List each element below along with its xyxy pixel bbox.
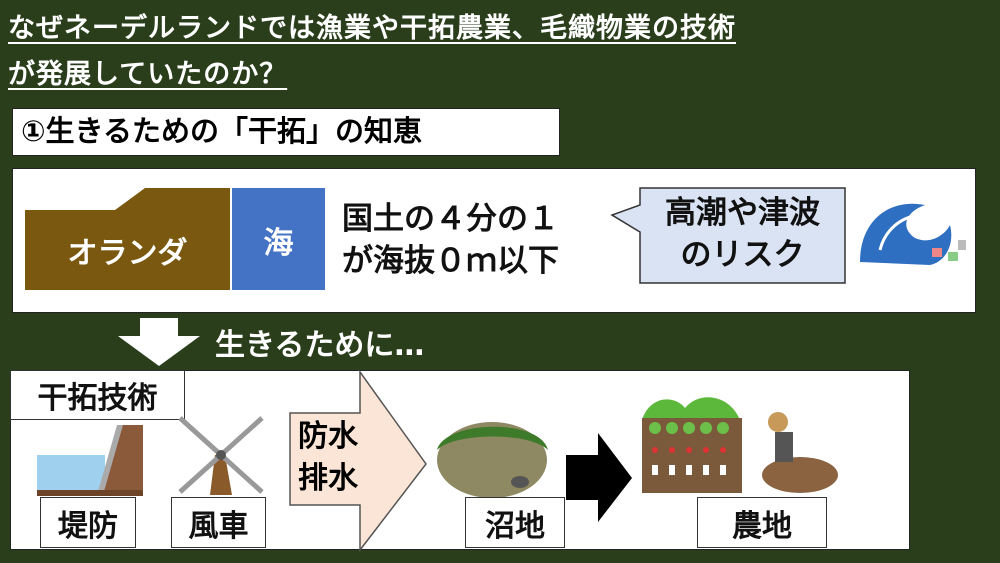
right-arrow-icon [566, 433, 632, 522]
technique-heading: 干拓技術 [10, 370, 185, 420]
dike-label: 堤防 [40, 497, 136, 548]
sea-label: 海 [263, 226, 294, 261]
callout-bubble [610, 187, 846, 284]
callout-line2: のリスク [680, 237, 805, 273]
windmill-icon [178, 416, 264, 495]
fact-line1: 国土の４分の１ [342, 201, 559, 237]
windmill-label: 風車 [171, 497, 266, 548]
holland-land-shape [25, 188, 230, 290]
farmland-icon [642, 397, 838, 493]
tsunami-wave-icon [860, 203, 966, 265]
callout-line1: 高潮や津波 [665, 195, 820, 231]
sea-box [232, 188, 325, 290]
fact-line2: が海抜０ｍ以下 [342, 243, 559, 279]
slide-title-line2: が発展していたのか？ [8, 59, 288, 90]
holland-label: オランダ [67, 236, 188, 271]
dike-icon [37, 425, 143, 496]
waterproof-drainage-arrow [289, 369, 427, 553]
elevation-fact: 国土の４分の１ が海抜０ｍ以下 [342, 198, 559, 282]
arrow-text: 防水 排水 [298, 416, 358, 500]
marsh-label: 沼地 [465, 497, 565, 548]
slide-title-line1: なぜネーデルランドでは漁業や干拓農業、毛織物業の技術 [8, 13, 736, 44]
down-arrow-icon [118, 318, 200, 366]
transition-text: 生きるために… [215, 328, 425, 363]
arrow-line1: 防水 [298, 419, 358, 454]
risk-callout: 高潮や津波 のリスク [640, 192, 845, 276]
farmland-label: 農地 [697, 497, 827, 548]
arrow-line2: 排水 [298, 461, 358, 496]
marsh-icon [437, 422, 548, 498]
section-heading: ①生きるための「干拓」の知恵 [12, 108, 560, 156]
